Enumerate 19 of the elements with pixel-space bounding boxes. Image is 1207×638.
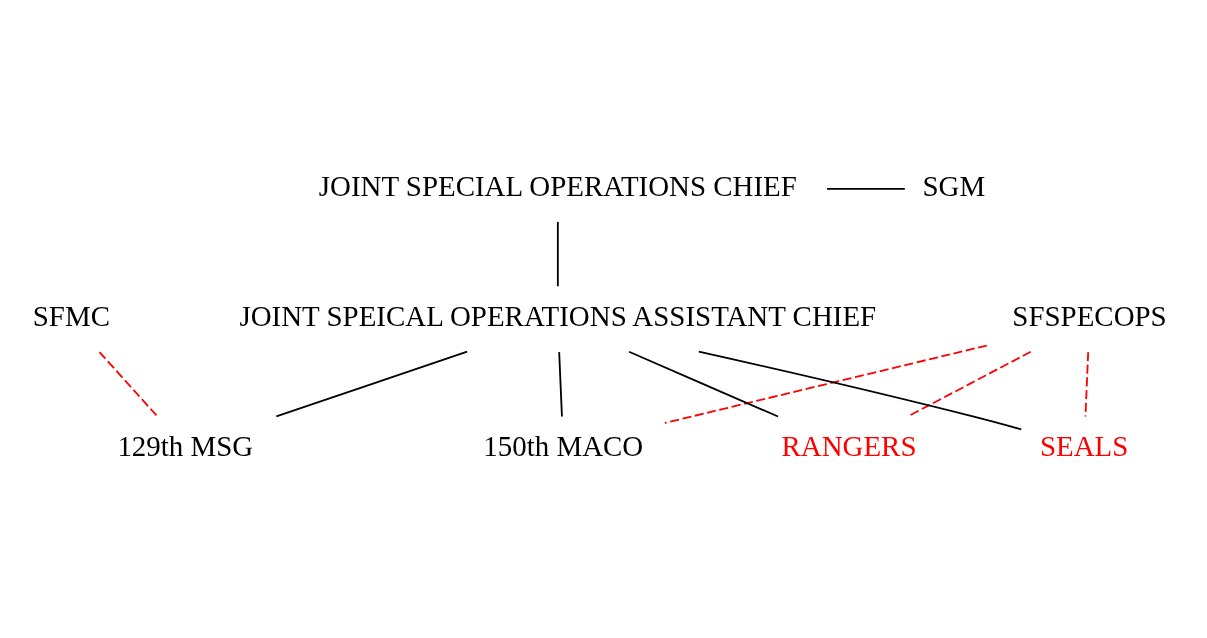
connector [628, 350, 779, 418]
node-text: 129th MSG [117, 430, 254, 463]
connector [826, 187, 906, 190]
connector [1084, 351, 1090, 418]
node-text: SFMC [32, 299, 110, 332]
connector [907, 350, 1032, 418]
connector [558, 351, 563, 418]
node-text: JOINT SPEICAL OPERATIONS ASSISTANT CHIEF [239, 299, 877, 332]
connector [556, 220, 559, 288]
node-text: JOINT SPECIAL OPERATIONS CHIEF [318, 169, 797, 202]
node-text: SFSPECOPS [1012, 299, 1167, 332]
node-text: 150th MACO [483, 430, 644, 463]
node-text: SEALS [1039, 430, 1129, 463]
connector [275, 350, 469, 418]
connector [663, 344, 988, 424]
node-text: RANGERS [781, 430, 917, 463]
connector [98, 351, 159, 418]
node-text: SGM [922, 169, 986, 202]
connector [697, 350, 1023, 431]
